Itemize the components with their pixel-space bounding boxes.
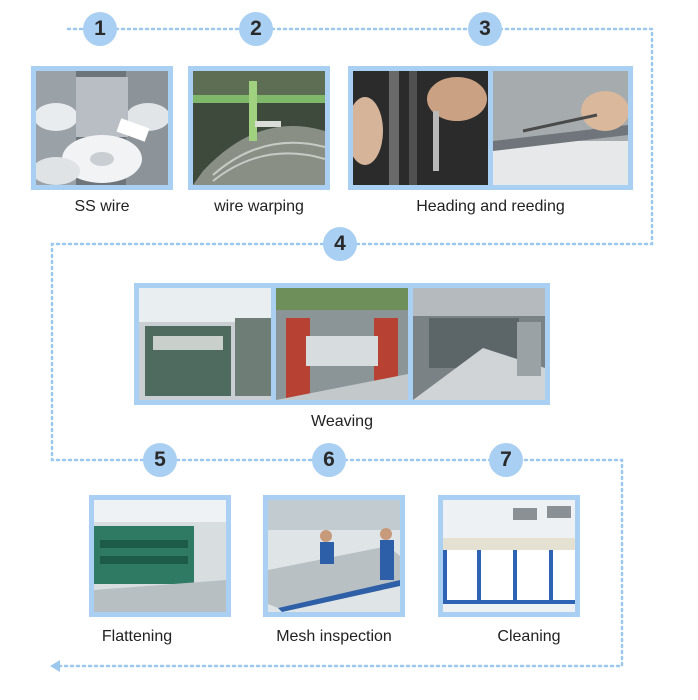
mesh-inspection-image — [268, 500, 400, 612]
step-2-badge: 2 — [239, 12, 273, 46]
warping-machine-image — [193, 71, 325, 185]
step-3-label: Heading and reeding — [348, 198, 633, 216]
threading-hands-image — [353, 71, 488, 185]
step-5-badge: 5 — [143, 443, 177, 477]
step-6-label: Mesh inspection — [263, 628, 405, 646]
step-5-label: Flattening — [66, 628, 208, 646]
step-3-badge: 3 — [468, 12, 502, 46]
step-1-label: SS wire — [31, 198, 173, 216]
step-2-photo-frame — [188, 66, 330, 190]
step-4-badge: 4 — [323, 227, 357, 261]
loom-image-3 — [413, 288, 545, 400]
step-2-label: wire warping — [188, 198, 330, 216]
arrow-left-icon — [50, 660, 60, 672]
step-6-photo-frame — [263, 495, 405, 617]
step-1-badge: 1 — [83, 12, 117, 46]
reed-wire-hand-image — [493, 71, 628, 185]
flattening-machine-image — [94, 500, 226, 612]
loom-image-2 — [276, 288, 408, 400]
step-3-photo-frame — [348, 66, 633, 190]
step-4-label: Weaving — [134, 413, 550, 431]
step-7-photo-frame — [438, 495, 580, 617]
step-1-photo-frame — [31, 66, 173, 190]
loom-image-1 — [139, 288, 271, 400]
cleaning-line-image — [443, 500, 575, 612]
spools-image — [36, 71, 168, 185]
step-6-badge: 6 — [312, 443, 346, 477]
step-5-photo-frame — [89, 495, 231, 617]
step-7-badge: 7 — [489, 443, 523, 477]
step-4-photo-frame — [134, 283, 550, 405]
step-7-label: Cleaning — [458, 628, 600, 646]
